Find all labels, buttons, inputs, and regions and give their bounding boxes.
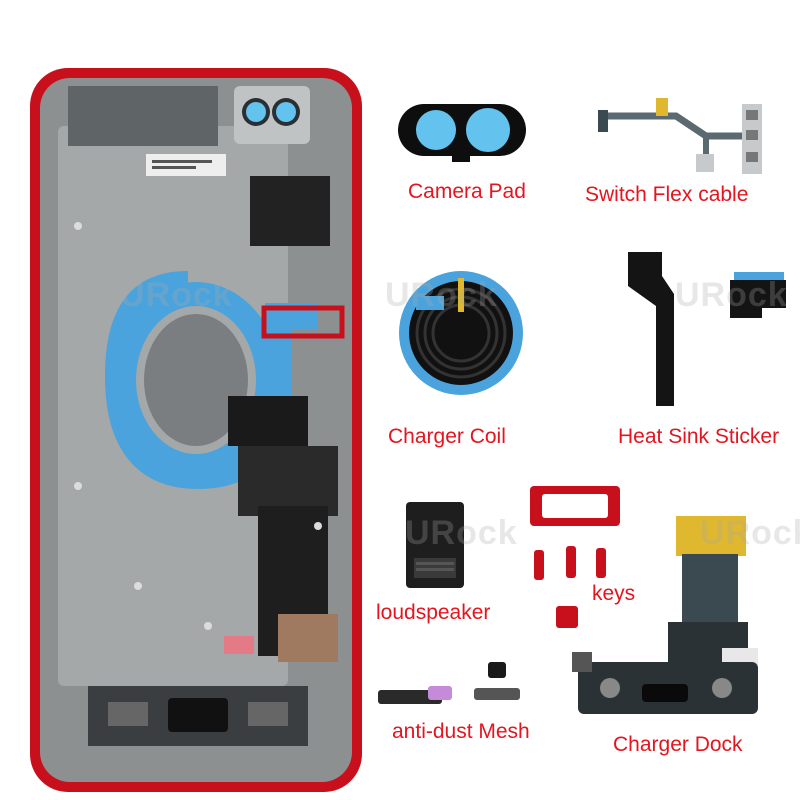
camera-pad-label: Camera Pad xyxy=(408,180,526,203)
keys-image xyxy=(530,486,620,628)
loudspeaker-label: loudspeaker xyxy=(376,601,491,624)
charger-dock-image xyxy=(572,516,758,714)
heat-sink-sticker-label: Heat Sink Sticker xyxy=(618,425,780,448)
switch-flex-cable-label: Switch Flex cable xyxy=(585,183,749,206)
loudspeaker-image xyxy=(406,502,464,588)
watermark: URock xyxy=(675,276,788,314)
switch-flex-cable-image xyxy=(598,98,762,174)
camera-pad-image xyxy=(398,104,526,162)
watermark: URock xyxy=(700,514,800,552)
watermark: URock xyxy=(405,514,518,552)
watermark: URock xyxy=(385,276,498,314)
watermark: URock xyxy=(125,514,238,552)
charger-dock-label: Charger Dock xyxy=(613,733,743,756)
anti-dust-mesh-image xyxy=(378,662,520,704)
charger-coil-image xyxy=(399,271,523,395)
heat-sink-sticker-image xyxy=(628,252,786,406)
anti-dust-mesh-label: anti-dust Mesh xyxy=(392,720,530,743)
back-housing-image xyxy=(30,68,362,792)
charger-coil-label: Charger Coil xyxy=(388,425,506,448)
keys-label: keys xyxy=(592,582,636,605)
watermark: URock xyxy=(120,276,233,314)
